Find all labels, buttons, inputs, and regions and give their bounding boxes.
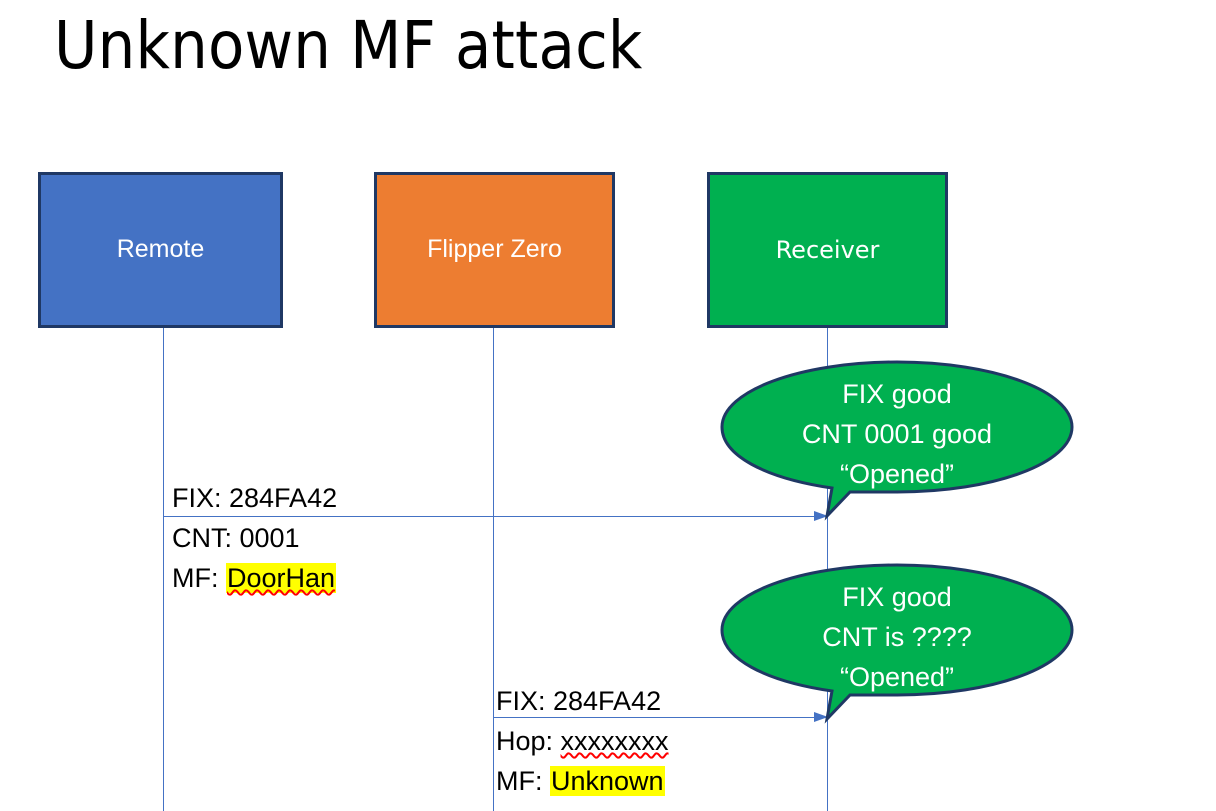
- message-1-body: CNT: 0001 MF: DoorHan: [172, 518, 337, 598]
- actor-box-remote[interactable]: Remote: [38, 172, 283, 328]
- callout-shape-1: [720, 360, 1074, 521]
- message-2-hop-line: Hop: xxxxxxxx: [496, 721, 669, 761]
- message-1-mf-prefix: MF:: [172, 563, 226, 593]
- message-2-fix-label: FIX: 284FA42: [496, 686, 662, 716]
- message-1-mf-line: MF: DoorHan: [172, 558, 337, 598]
- message-1-cnt-text: CNT: 0001: [172, 523, 300, 553]
- actor-label-receiver: Receiver: [775, 235, 880, 264]
- page-title: Unknown MF attack: [54, 7, 643, 84]
- lifeline-remote: [163, 328, 164, 811]
- message-2-hop-value: xxxxxxxx: [560, 726, 669, 756]
- message-arrow-1: [163, 511, 828, 521]
- callout-bubble-1[interactable]: FIX good CNT 0001 good “Opened”: [720, 360, 1074, 522]
- message-1-cnt-line: CNT: 0001: [172, 518, 336, 558]
- message-2-hop-prefix: Hop:: [496, 726, 561, 756]
- callout-shape-2: [720, 563, 1074, 724]
- actor-label-flipper-zero: Flipper Zero: [427, 235, 562, 264]
- actor-label-remote: Remote: [116, 235, 205, 264]
- actor-box-receiver[interactable]: Receiver: [707, 172, 948, 328]
- message-1-mf-value: DoorHan: [226, 563, 337, 593]
- message-arrow-2: [493, 712, 828, 722]
- message-2-mf-prefix: MF:: [496, 766, 550, 796]
- lifeline-flipper-zero: [493, 328, 494, 811]
- message-2-mf-line: MF: Unknown: [496, 761, 669, 801]
- callout-bubble-2[interactable]: FIX good CNT is ???? “Opened”: [720, 563, 1074, 725]
- message-2-body: Hop: xxxxxxxx MF: Unknown: [496, 721, 669, 801]
- message-2-mf-value: Unknown: [550, 766, 665, 796]
- message-1-fix-label: FIX: 284FA42: [172, 483, 338, 513]
- actor-box-flipper-zero[interactable]: Flipper Zero: [374, 172, 615, 328]
